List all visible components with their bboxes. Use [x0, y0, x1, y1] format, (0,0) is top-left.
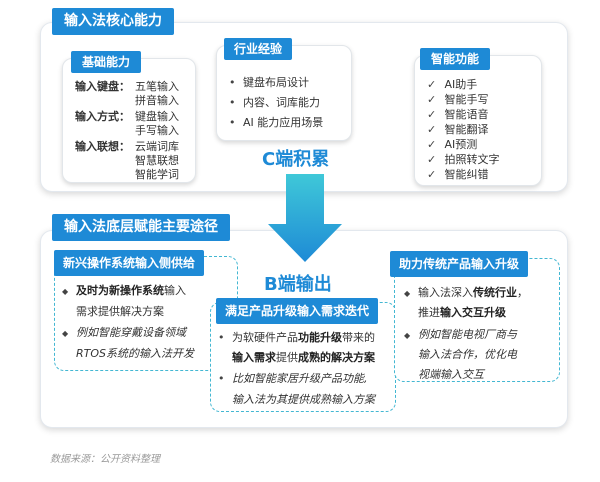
product-upgrade-line-1: •为软硬件产品功能升级带来的: [218, 331, 375, 344]
product-upgrade-card-title: 满足产品升级输入需求迭代: [216, 298, 379, 324]
core-abilities-title: 输入法核心能力: [52, 8, 174, 35]
product-upgrade-line-2: 输入需求提供成熟的解决方案: [232, 351, 375, 364]
method-value-1: 键盘输入: [135, 110, 179, 123]
smart-item: ✓ 智能翻译: [427, 123, 489, 136]
industry-experience-label: 行业经验: [224, 38, 292, 60]
traditional-upgrade-line-4: 输入法合作，优化电: [418, 348, 517, 361]
smart-item: ✓ AI预测: [427, 138, 478, 151]
down-arrow-icon: [268, 174, 342, 262]
traditional-upgrade-line-2: 推进输入交互升级: [418, 306, 506, 319]
check-icon: ✓: [427, 78, 437, 91]
new-os-card-title: 新兴操作系统输入侧供给: [54, 250, 205, 276]
method-value-2: 手写输入: [135, 124, 179, 137]
new-os-line-2: 需求提供解决方案: [76, 305, 164, 318]
smart-item: ✓ 智能纠错: [427, 168, 489, 181]
association-key: 输入联想：: [75, 140, 130, 153]
association-value-1: 云端词库: [135, 140, 179, 153]
smart-functions-list: ✓ AI助手 ✓ 智能手写 ✓ 智能语音 ✓ 智能翻译 ✓ AI预测 ✓ 拍照转…: [427, 77, 500, 182]
check-icon: ✓: [427, 123, 437, 136]
product-upgrade-line-3: •比如智能家居升级产品功能,: [218, 372, 368, 385]
industry-item: •内容、词库能力: [229, 96, 320, 109]
smart-functions-box: [414, 55, 542, 186]
data-source: 数据来源：公开资料整理: [50, 454, 160, 465]
association-value-3: 智能学词: [135, 168, 179, 181]
keyboard-key: 输入键盘：: [75, 80, 130, 93]
traditional-upgrade-line-5: 视端输入交互: [418, 368, 484, 381]
smart-item: ✓ 拍照转文字: [427, 153, 500, 166]
c-end-accumulation: C端积累: [262, 149, 330, 170]
check-icon: ✓: [427, 93, 437, 106]
new-os-line-3: ◆例如智能穿戴设备领域: [62, 326, 186, 339]
industry-experience-box: [216, 45, 352, 141]
smart-functions-label: 智能功能: [420, 48, 490, 70]
traditional-upgrade-line-1: ◆输入法深入传统行业，: [404, 286, 528, 299]
new-os-line-1: ◆及时为新操作系统输入: [62, 284, 186, 297]
check-icon: ✓: [427, 153, 437, 166]
keyboard-value-2: 拼音输入: [135, 94, 179, 107]
smart-item: ✓ 智能语音: [427, 108, 489, 121]
industry-experience-list: •键盘布局设计 •内容、词库能力 •AI 能力应用场景: [229, 73, 323, 133]
product-upgrade-line-4: 输入法为其提供成熟输入方案: [232, 393, 375, 406]
method-key: 输入方式：: [75, 110, 130, 123]
check-icon: ✓: [427, 108, 437, 121]
smart-item: ✓ 智能手写: [427, 93, 489, 106]
keyboard-value-1: 五笔输入: [135, 80, 179, 93]
industry-item: •键盘布局设计: [229, 76, 309, 89]
check-icon: ✓: [427, 168, 437, 181]
smart-item: ✓ AI助手: [427, 78, 478, 91]
basic-abilities-label: 基础能力: [71, 51, 141, 73]
industry-item: •AI 能力应用场景: [229, 116, 324, 129]
new-os-line-4: RTOS系统的输入法开发: [76, 347, 195, 360]
basic-abilities-box: [62, 58, 196, 183]
association-value-2: 智慧联想: [135, 154, 179, 167]
traditional-upgrade-line-3: ◆例如智能电视厂商与: [404, 328, 517, 341]
empowerment-title: 输入法底层赋能主要途径: [52, 214, 230, 241]
b-end-output: B端输出: [264, 274, 332, 295]
traditional-upgrade-card-title: 助力传统产品输入升级: [390, 251, 529, 277]
check-icon: ✓: [427, 138, 437, 151]
